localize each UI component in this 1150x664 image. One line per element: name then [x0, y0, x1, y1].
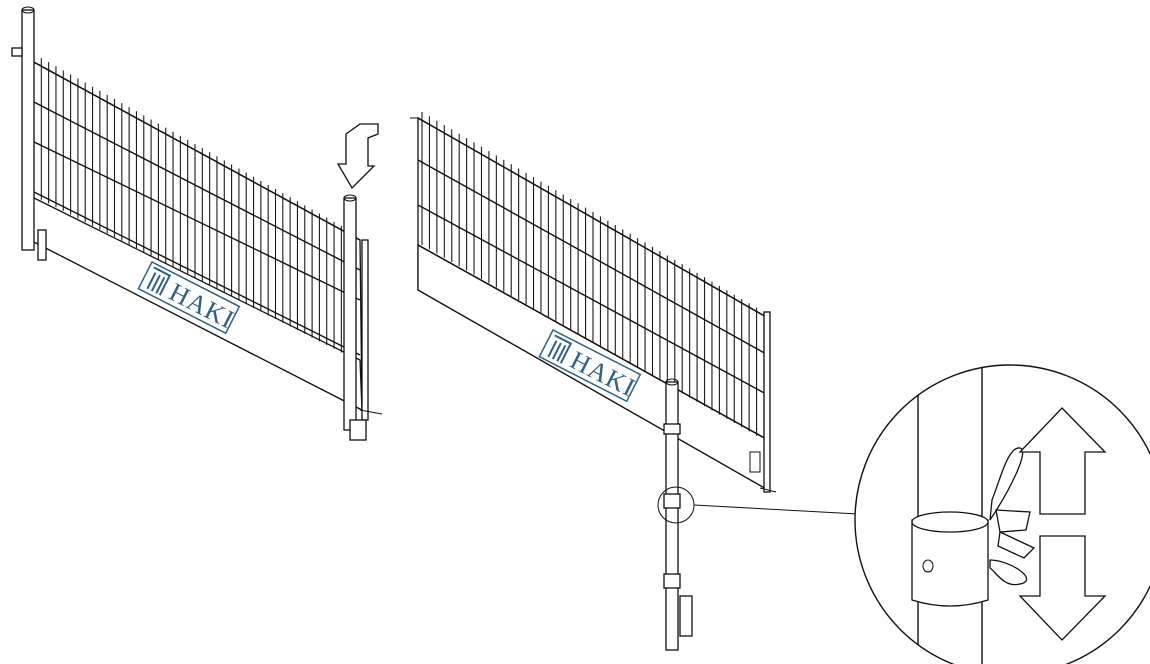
coupler-detail-view — [854, 364, 1150, 664]
left-panel-end-post — [343, 194, 383, 441]
detail-up-arrow-icon — [1018, 407, 1107, 515]
panel-id-plate — [749, 451, 761, 473]
detail-leader-line — [693, 504, 859, 515]
left-mesh-panel: HAKI — [11, 6, 383, 441]
right-mesh-panel: HAKI — [410, 112, 777, 493]
left-post — [11, 6, 47, 261]
insert-down-arrow-icon — [336, 123, 379, 190]
right-mesh-bars — [421, 112, 765, 440]
loose-post — [657, 378, 859, 651]
left-mesh-bars — [33, 54, 357, 360]
detail-down-arrow-icon — [1018, 535, 1107, 641]
